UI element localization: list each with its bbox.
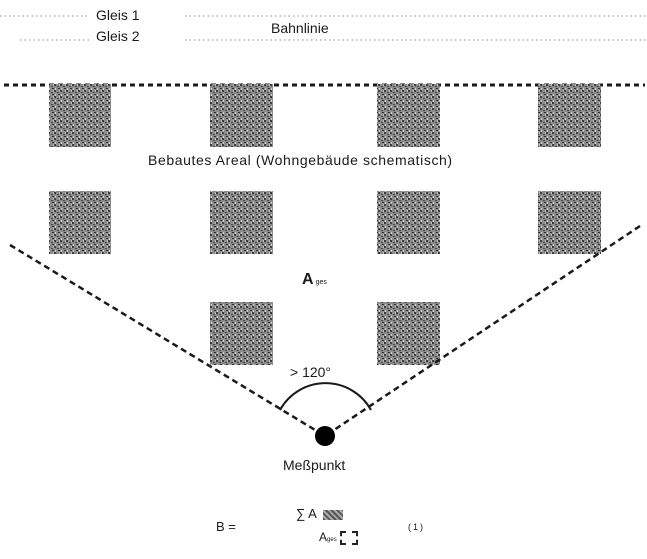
building [49,84,111,147]
formula-denominator-subscript: ges [327,537,337,543]
sector-boundary-left [9,243,326,438]
angle-arc [279,382,372,411]
angle-label: > 120° [290,364,332,380]
building [210,191,273,254]
measurement-point-marker [315,426,335,446]
building [538,84,601,147]
building [377,84,440,147]
formula-denominator: Ages [319,530,358,545]
equation-number: (1) [408,522,425,532]
formula-numerator: ∑ A [296,506,343,521]
building [210,302,273,365]
building [538,191,601,254]
sector-boundary-right [324,224,641,438]
built-area-label: Bebautes Areal (Wohngebäude schematisch) [148,152,453,168]
railway-label: Bahnlinie [271,20,329,36]
building-texture-icon [322,509,343,520]
building [377,191,440,254]
formula-numerator-text: ∑ A [296,506,317,521]
total-area-subscript: ges [315,279,327,286]
measurement-point-label: Meßpunkt [283,457,346,473]
formula: B = ∑ A Ages (1) [216,506,436,554]
building [49,191,111,254]
formula-lhs: B = [216,519,236,534]
track-2-label: Gleis 2 [96,28,140,44]
total-area-symbol: A [302,271,314,288]
track-1-label: Gleis 1 [96,7,140,23]
formula-denominator-text: A [319,530,328,544]
building [210,84,273,147]
dashed-area-icon [339,530,358,545]
building [377,302,440,365]
